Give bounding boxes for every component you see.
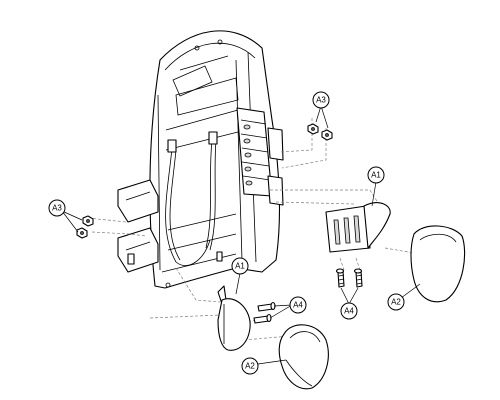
a3-nuts-upper [307, 123, 333, 141]
callout-a3-upper: A3 [312, 91, 330, 109]
a4-right-screws [335, 268, 363, 288]
callout-a4-right: A4 [340, 302, 358, 320]
callout-a1-right: A1 [367, 166, 385, 184]
callout-a2-lower-label: A2 [245, 362, 255, 371]
callout-a1-right-label: A1 [371, 171, 381, 180]
callout-a3-left-label: A3 [52, 204, 62, 213]
a2-right-cushion [410, 225, 466, 303]
mounting-plate [236, 107, 284, 206]
callout-a2-right-label: A2 [391, 298, 401, 307]
callout-a1-lower-label: A1 [235, 262, 245, 271]
cable-assembly [165, 131, 223, 266]
callout-a3-upper-label: A3 [316, 96, 326, 105]
callout-a4-lower-label: A4 [293, 301, 303, 310]
a3-nuts-left [76, 215, 94, 239]
callout-a4-lower: A4 [289, 296, 307, 314]
callout-a2-lower: A2 [241, 357, 259, 375]
a1-lower-bracket [217, 285, 251, 351]
callout-a4-right-label: A4 [344, 307, 354, 316]
a4-lower-screws [253, 301, 276, 324]
callout-a2-right: A2 [387, 293, 405, 311]
a1-right-bracket [325, 202, 391, 253]
callout-a1-lower: A1 [231, 257, 249, 275]
a2-lower-cushion [278, 324, 329, 390]
callout-a3-left: A3 [48, 199, 66, 217]
callout-leaders [61, 105, 421, 365]
left-bracket [117, 179, 159, 273]
